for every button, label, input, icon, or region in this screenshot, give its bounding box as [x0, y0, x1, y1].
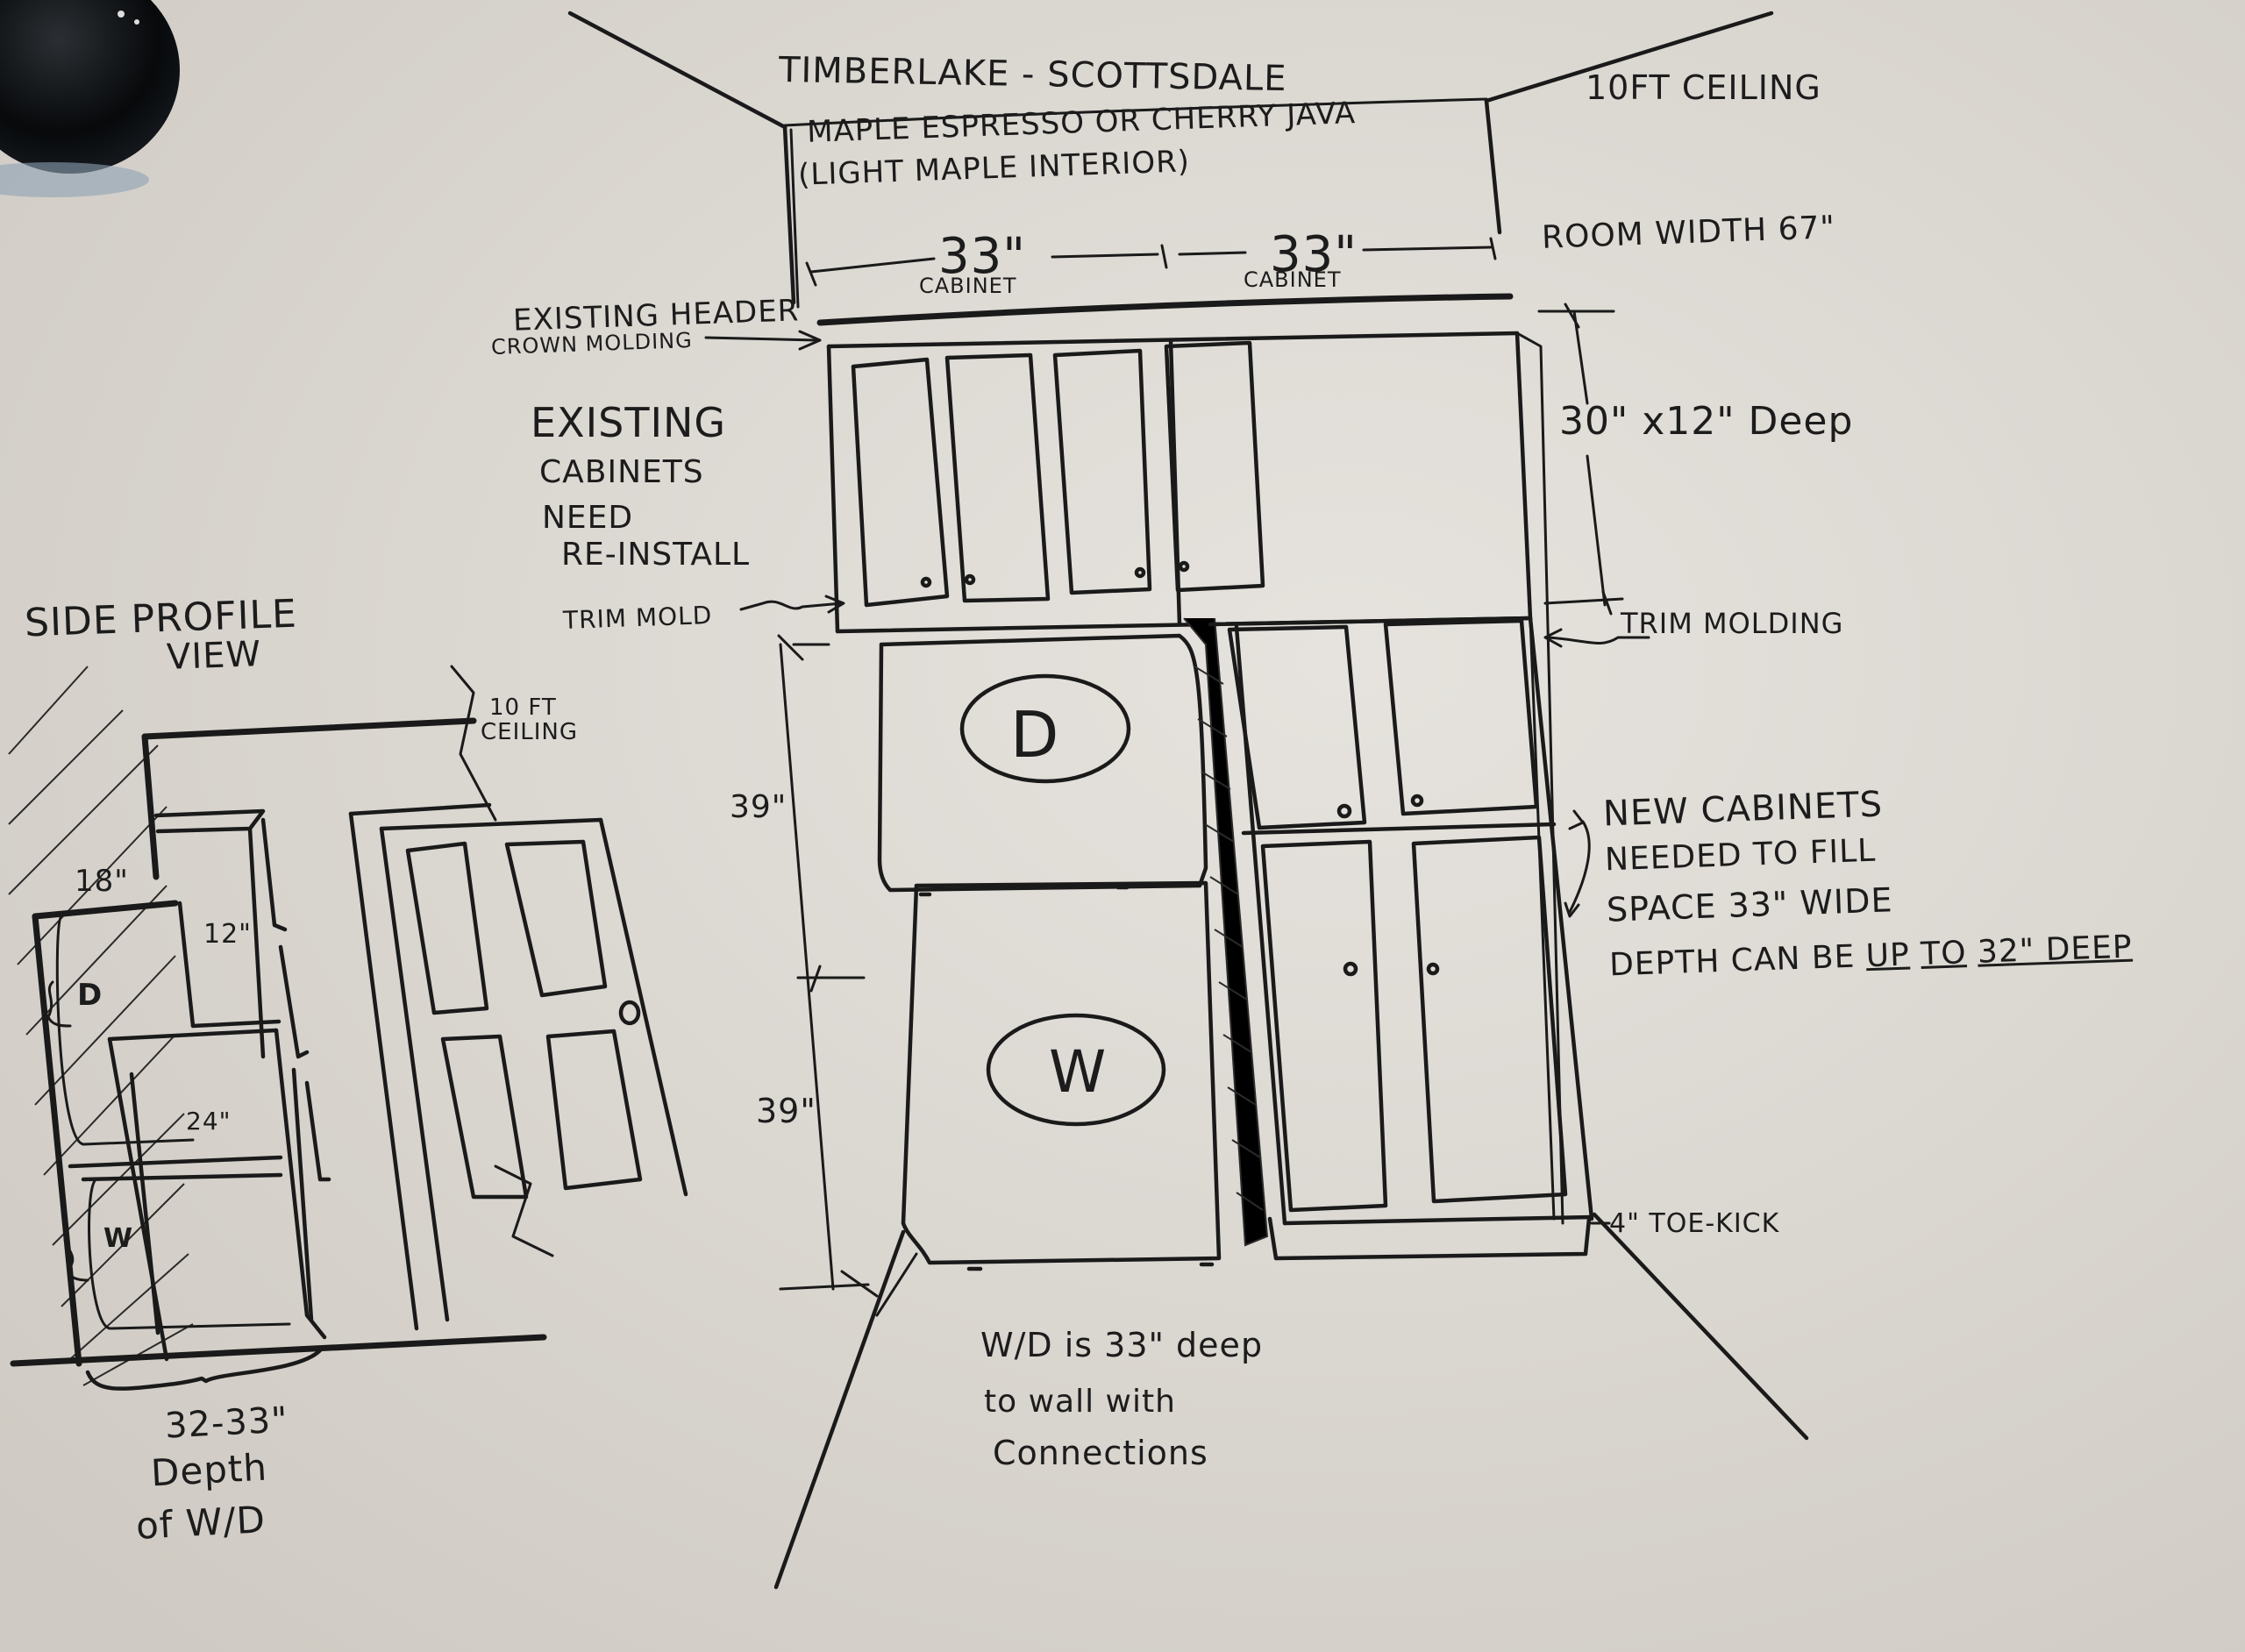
side-view-depth-2: Depth — [149, 1445, 269, 1495]
room-perspective-lines — [567, 11, 1809, 1590]
crown-arrow — [704, 330, 822, 351]
side-view-title-2: View — [166, 634, 262, 678]
side-view-depth-1: 32-33" — [163, 1399, 289, 1447]
side-view-dim-24: 24" — [186, 1107, 232, 1136]
hatched-gap — [1183, 617, 1269, 1247]
side-view-appliance-outlines — [46, 915, 291, 1330]
crown-molding — [816, 293, 1514, 326]
depth-to: to — [1920, 935, 1968, 973]
existing-cabinets-line-3: Need — [542, 500, 634, 536]
dryer-appliance — [877, 633, 1208, 897]
depth-up: up — [1865, 936, 1911, 975]
soffit-top-line — [783, 97, 1488, 127]
side-view-ceiling-2: Ceiling — [481, 719, 578, 745]
side-view-ceiling-1: 10 FT — [489, 694, 557, 721]
toe-kick-label: 4" Toe-Kick — [1609, 1208, 1780, 1239]
upper-cabinet-dimension: 30" x12" Deep — [1559, 399, 1854, 444]
side-view-dim-12: 12" — [203, 919, 252, 950]
existing-cabinets-line-2: Cabinets — [539, 454, 704, 490]
black-object-corner — [0, 0, 180, 197]
existing-cabinets-line-1: Existing — [531, 399, 727, 446]
side-view-cabinets — [68, 808, 331, 1362]
wd-height-dimension — [777, 634, 879, 1298]
wd-note-line-3: Connections — [993, 1434, 1208, 1472]
width-dimension-line — [805, 237, 1497, 287]
soffit-front-left — [789, 128, 800, 309]
side-view-dim-18: 18" — [75, 864, 129, 899]
side-view-dryer-letter: D — [77, 978, 103, 1013]
floor-break-line — [494, 1164, 554, 1257]
trim-mold-arrow — [739, 595, 845, 614]
right-trim-strip — [1515, 331, 1564, 1225]
cabinet-left-label: Cabinet — [919, 274, 1017, 298]
side-view-structure — [10, 717, 547, 1367]
dryer-letter: D — [1010, 698, 1060, 772]
wd-note-leader — [875, 1252, 918, 1317]
base-cabinets — [1208, 616, 1594, 1261]
washer-height-dim: 39" — [756, 1092, 816, 1130]
upper-cabinet-height-dimension — [1537, 303, 1624, 616]
existing-cabinets-line-4: Re-Install — [561, 537, 751, 573]
ceiling-note: 10ft Ceiling — [1586, 68, 1821, 107]
cabinet-right-label: Cabinet — [1244, 267, 1342, 292]
dryer-height-dim: 39" — [730, 789, 788, 825]
wd-note-line-2: to wall with — [984, 1384, 1176, 1420]
new-cabinets-arrow — [1564, 809, 1591, 918]
trim-molding-label: Trim Molding — [1621, 607, 1844, 640]
side-view-depth-3: of W/D — [134, 1498, 267, 1548]
washer-letter: W — [1049, 1038, 1108, 1106]
trim-mold-label: Trim Mold — [562, 601, 713, 635]
depth-brace — [85, 1348, 323, 1391]
ceiling-break-line — [450, 665, 497, 822]
wd-note-line-1: W/D is 33" deep — [980, 1326, 1264, 1364]
cabinet-right-width: 33" — [1270, 226, 1358, 283]
upper-cabinets — [826, 331, 1533, 634]
depth-value: 32" Deep — [1977, 929, 2134, 971]
side-view-washer-letter: W — [103, 1223, 134, 1254]
trim-molding-arrow — [1543, 628, 1650, 648]
washer-appliance — [901, 880, 1222, 1271]
cabinet-left-width: 33" — [938, 228, 1027, 285]
